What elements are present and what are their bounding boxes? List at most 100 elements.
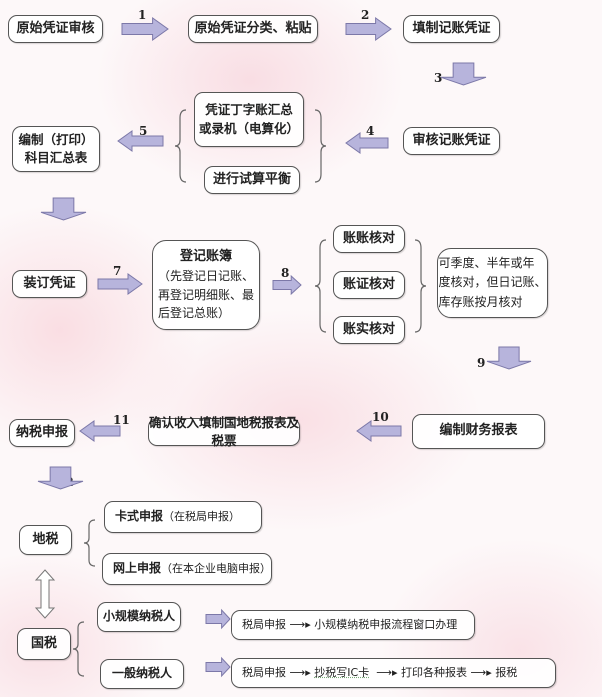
brace-left-icon	[314, 239, 327, 333]
arrow-right-icon: ⟶▸	[369, 666, 402, 680]
step-financial-statements: 编制财务报表	[412, 414, 545, 449]
option-detail: （在税局申报）	[163, 510, 241, 524]
note-line: 度核对，但日记账、	[438, 275, 547, 290]
step-confirm-revenue: 确认收入填制国地税报表及税票	[148, 415, 300, 448]
step-classify-paste: 原始凭证分类、粘贴	[188, 15, 318, 43]
arrow-shape	[34, 569, 56, 619]
double-arrow-vertical-icon	[34, 569, 56, 619]
local-option-online: 网上申报（在本企业电脑申报）	[102, 553, 272, 585]
block-arrow-down-icon	[40, 197, 87, 221]
step-post-ledgers: 登记账簿 （先登记日记账、 再登记明细账、最 后登记总账）	[152, 240, 260, 330]
block-arrow-left-icon	[79, 420, 121, 442]
step-label: 纳税申报	[15, 424, 68, 440]
brace-left-icon	[83, 519, 96, 567]
brace-left-icon	[72, 621, 85, 677]
arrow-shape	[486, 346, 532, 370]
brace-right-icon	[314, 109, 327, 183]
option-detail: （在本企业电脑申报）	[161, 562, 272, 576]
step-label: 原始凭证审核	[16, 20, 95, 36]
step-detail-line: 再登记明细账、最	[157, 287, 254, 302]
arrow-right-icon: ⟶▸	[467, 666, 496, 680]
block-arrow-left-icon	[356, 420, 402, 442]
block-arrow-right-icon	[121, 17, 169, 41]
step-number: 11	[113, 413, 130, 427]
flow-step: 税局申报	[242, 666, 286, 680]
block-arrow-down-icon	[486, 346, 532, 370]
general-taxpayer-flow: 税局申报 ⟶▸ 抄税写IC卡 ⟶▸ 打印各种报表 ⟶▸ 报税	[231, 658, 556, 688]
step-review-voucher: 审核记账凭证	[403, 127, 500, 155]
brace-left-icon	[174, 109, 187, 183]
step-title: 登记账簿	[179, 249, 232, 265]
step-trial-balance: 进行试算平衡	[204, 166, 300, 194]
step-detail-line: （先登记日记账、	[157, 269, 254, 284]
arrow-right-icon: ⟶▸	[286, 618, 315, 632]
block-arrow-down-icon	[37, 466, 84, 490]
step-original-voucher-audit: 原始凭证审核	[8, 15, 103, 43]
small-taxpayer-flow: 税局申报 ⟶▸ 小规模纳税申报流程窗口办理	[231, 610, 475, 640]
national-tax-label: 国税	[30, 635, 57, 651]
step-label-line2: 或录机（电算化）	[198, 120, 299, 136]
step-label: 填制记账凭证	[412, 20, 491, 36]
step-t-account-summary: 凭证丁字账汇总或录机（电算化）	[194, 92, 304, 147]
step-number: 4	[366, 124, 375, 138]
arrow-shape	[440, 62, 487, 86]
step-number: 9	[477, 356, 486, 370]
step-label-line1: 编制（打印）	[18, 131, 94, 147]
small-taxpayer-box: 小规模纳税人	[97, 602, 181, 632]
option-title: 卡式申报	[115, 509, 164, 524]
step-label: 装订凭证	[23, 275, 76, 291]
step-number: 10	[372, 410, 389, 424]
arrow-shape	[272, 274, 302, 296]
block-arrow-left-icon	[117, 130, 164, 152]
step-label: 审核记账凭证	[412, 132, 491, 148]
block-arrow-right-icon	[205, 656, 231, 678]
step-print-summary: 编制（打印） 科目汇总表	[12, 126, 100, 172]
arrow-shape	[79, 420, 121, 442]
reconcile-note: 可季度、半年或年 度核对，但日记账、 库存账按月核对	[437, 248, 548, 318]
general-taxpayer-box: 一般纳税人	[100, 659, 184, 689]
option-title: 网上申报	[113, 561, 162, 576]
flow-step: 抄税写IC卡	[314, 666, 370, 680]
block-arrow-down-icon	[440, 62, 487, 86]
block-arrow-left-icon	[345, 132, 389, 154]
check-ledger-ledger: 账账核对	[333, 225, 405, 253]
arrow-shape	[40, 197, 87, 221]
check-ledger-voucher: 账证核对	[333, 271, 405, 299]
arrow-shape	[37, 466, 84, 490]
arrow-shape	[205, 656, 231, 678]
step-fill-voucher: 填制记账凭证	[403, 15, 500, 43]
local-tax-box: 地税	[19, 525, 72, 555]
check-label: 账实核对	[342, 321, 395, 337]
arrow-shape	[117, 130, 164, 152]
step-number: 3	[434, 71, 443, 85]
flow-step: 报税	[495, 666, 518, 680]
step-number: 5	[139, 124, 148, 138]
check-label: 账账核对	[342, 230, 395, 246]
arrow-shape	[121, 17, 169, 41]
taxpayer-label: 小规模纳税人	[102, 609, 175, 624]
step-label: 进行试算平衡	[212, 171, 291, 187]
check-label: 账证核对	[342, 276, 395, 292]
block-arrow-right-icon	[97, 273, 143, 295]
step-label-line2: 科目汇总表	[24, 150, 88, 165]
arrow-shape	[345, 17, 392, 41]
step-number: 2	[361, 8, 370, 22]
step-tax-declaration: 纳税申报	[9, 419, 75, 447]
flow-step: 打印各种报表	[401, 666, 468, 680]
step-label: 原始凭证分类、粘贴	[194, 20, 312, 36]
national-tax-box: 国税	[17, 628, 71, 660]
step-label: 编制财务报表	[439, 423, 518, 439]
block-arrow-right-icon	[272, 274, 302, 296]
arrow-shape	[356, 420, 402, 442]
step-detail-line: 后登记总账）	[157, 306, 230, 321]
arrow-shape	[97, 273, 143, 295]
check-ledger-actual: 账实核对	[333, 316, 405, 344]
local-tax-label: 地税	[32, 531, 59, 547]
flow-step: 小规模纳税申报流程窗口办理	[314, 618, 458, 632]
step-number: 8	[281, 266, 290, 280]
arrow-shape	[345, 132, 389, 154]
arrow-right-icon: ⟶▸	[286, 666, 315, 680]
note-line: 可季度、半年或年	[438, 256, 535, 271]
local-option-card: 卡式申报（在税局申报）	[104, 501, 262, 533]
step-label: 确认收入填制国地税报表及税票	[149, 414, 300, 448]
